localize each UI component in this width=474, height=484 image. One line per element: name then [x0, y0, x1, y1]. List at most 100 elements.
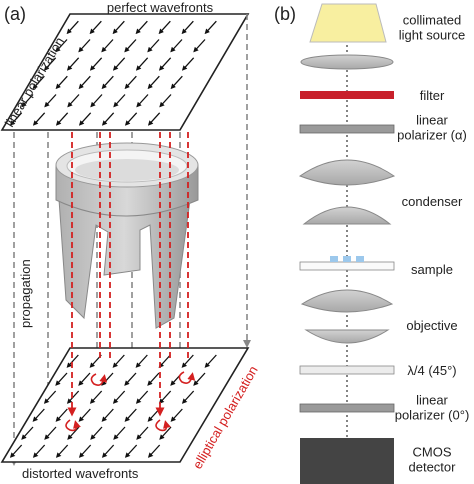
sample-dot: [343, 256, 351, 262]
wavefront-arrow: [112, 20, 125, 35]
wavefront-arrow: [158, 57, 172, 71]
wavefront-arrow: [55, 444, 69, 458]
wavefront-arrow: [147, 75, 160, 90]
collimating-lens: [300, 54, 394, 70]
linear-polarizer-zero-shape: [299, 403, 395, 413]
condenser-label: condenser: [402, 194, 463, 209]
top-wavefront-arrows: [9, 20, 217, 126]
wavefront-arrow: [43, 390, 57, 404]
wavefront-arrow: [181, 354, 194, 368]
wavefront-arrow: [135, 390, 149, 404]
wavefront-arrow: [113, 426, 126, 440]
wavefront-arrow: [135, 20, 148, 35]
propagation-label: propagation: [18, 259, 33, 328]
wavefront-arrow: [204, 354, 217, 368]
wavefront-arrow: [136, 94, 149, 108]
wavefront-arrow: [135, 354, 148, 368]
wavefront-arrow: [147, 444, 161, 458]
linear-polarizer-alpha-shape: [299, 124, 395, 134]
condenser-lens-bottom: [302, 206, 392, 225]
wavefront-arrow: [147, 39, 160, 53]
wavefront-arrow: [43, 57, 57, 71]
sample-label: sample: [411, 262, 453, 277]
wavefront-arrow: [101, 112, 115, 126]
wavefront-arrow: [55, 39, 68, 53]
wavefront-arrow: [78, 408, 91, 422]
wavefront-arrow: [158, 20, 171, 35]
objective-lens-bottom: [304, 329, 390, 344]
wavefront-arrow: [89, 20, 102, 35]
wavefront-arrow: [21, 94, 34, 108]
quarter-wave-plate-shape: [299, 365, 395, 375]
wavefront-arrow: [55, 112, 69, 126]
wavefront-arrow: [101, 408, 114, 422]
wavefront-arrow: [101, 39, 114, 53]
wavefront-arrow: [44, 426, 57, 440]
cmos-detector-shape: [300, 438, 394, 484]
objective-lens-top: [300, 289, 394, 313]
filter-label: filter: [420, 88, 445, 103]
wavefront-arrow: [181, 390, 195, 404]
elliptical-polarization-marks: [65, 371, 196, 432]
wavefront-arrow: [159, 94, 172, 108]
wavefront-arrow: [78, 372, 91, 386]
panel-a-label: (a): [4, 4, 26, 24]
wavefront-arrow: [124, 112, 138, 126]
wavefront-arrow: [55, 372, 68, 386]
wavefront-arrow: [9, 112, 23, 126]
wavefront-arrow: [101, 75, 114, 90]
wavefront-arrow: [32, 444, 46, 458]
wavefront-arrow: [78, 75, 91, 90]
wavefront-arrow: [90, 94, 103, 108]
wavefront-arrow: [124, 444, 138, 458]
sample-dot: [330, 256, 338, 262]
wavefront-arrow: [89, 57, 103, 71]
wavefront-arrow: [66, 354, 79, 368]
wavefront-arrow: [170, 408, 183, 422]
sample-dot: [356, 256, 364, 262]
sample-slide: [299, 261, 395, 271]
wavefront-arrow: [32, 112, 46, 126]
wavefront-arrow: [21, 426, 34, 440]
wavefront-arrow: [112, 57, 126, 71]
wavefront-arrow: [124, 408, 137, 422]
wavefront-arrow: [112, 390, 126, 404]
wavefront-arrow: [112, 354, 125, 368]
wavefront-arrow: [193, 372, 206, 386]
wavefront-arrow: [78, 112, 92, 126]
wavefront-arrow: [66, 20, 79, 35]
wavefront-arrow: [124, 39, 137, 53]
panel-b-label: (b): [274, 4, 296, 24]
wavefront-arrow: [113, 94, 126, 108]
quarter-wave-plate-label: λ/4 (45°): [407, 363, 456, 378]
light-source-shape: [309, 3, 387, 43]
red-dashed-beams: [67, 132, 189, 417]
wavefront-arrow: [158, 354, 171, 368]
condenser-lens-top: [298, 159, 396, 186]
wavefront-arrow: [170, 39, 183, 53]
wavefront-arrow: [44, 94, 57, 108]
wavefront-arrow: [124, 372, 137, 386]
wavefront-arrow: [78, 39, 91, 53]
wavefront-arrow: [90, 426, 103, 440]
wavefront-arrow: [124, 75, 137, 90]
wavefront-arrow: [89, 390, 103, 404]
wavefront-arrow: [9, 444, 23, 458]
wavefront-arrow: [67, 94, 80, 108]
wavefront-arrow: [136, 426, 149, 440]
wavefront-arrow: [32, 75, 45, 90]
bottom-plane-label: distorted wavefronts: [22, 466, 139, 481]
wavefront-arrow: [55, 408, 68, 422]
wavefront-arrow: [55, 75, 68, 90]
wavefront-arrow: [204, 20, 217, 35]
scattering-cylinder: [55, 142, 199, 329]
filter-shape: [300, 91, 394, 99]
wavefront-arrow: [78, 444, 92, 458]
wavefront-arrow: [181, 57, 195, 71]
wavefront-arrow: [135, 57, 149, 71]
